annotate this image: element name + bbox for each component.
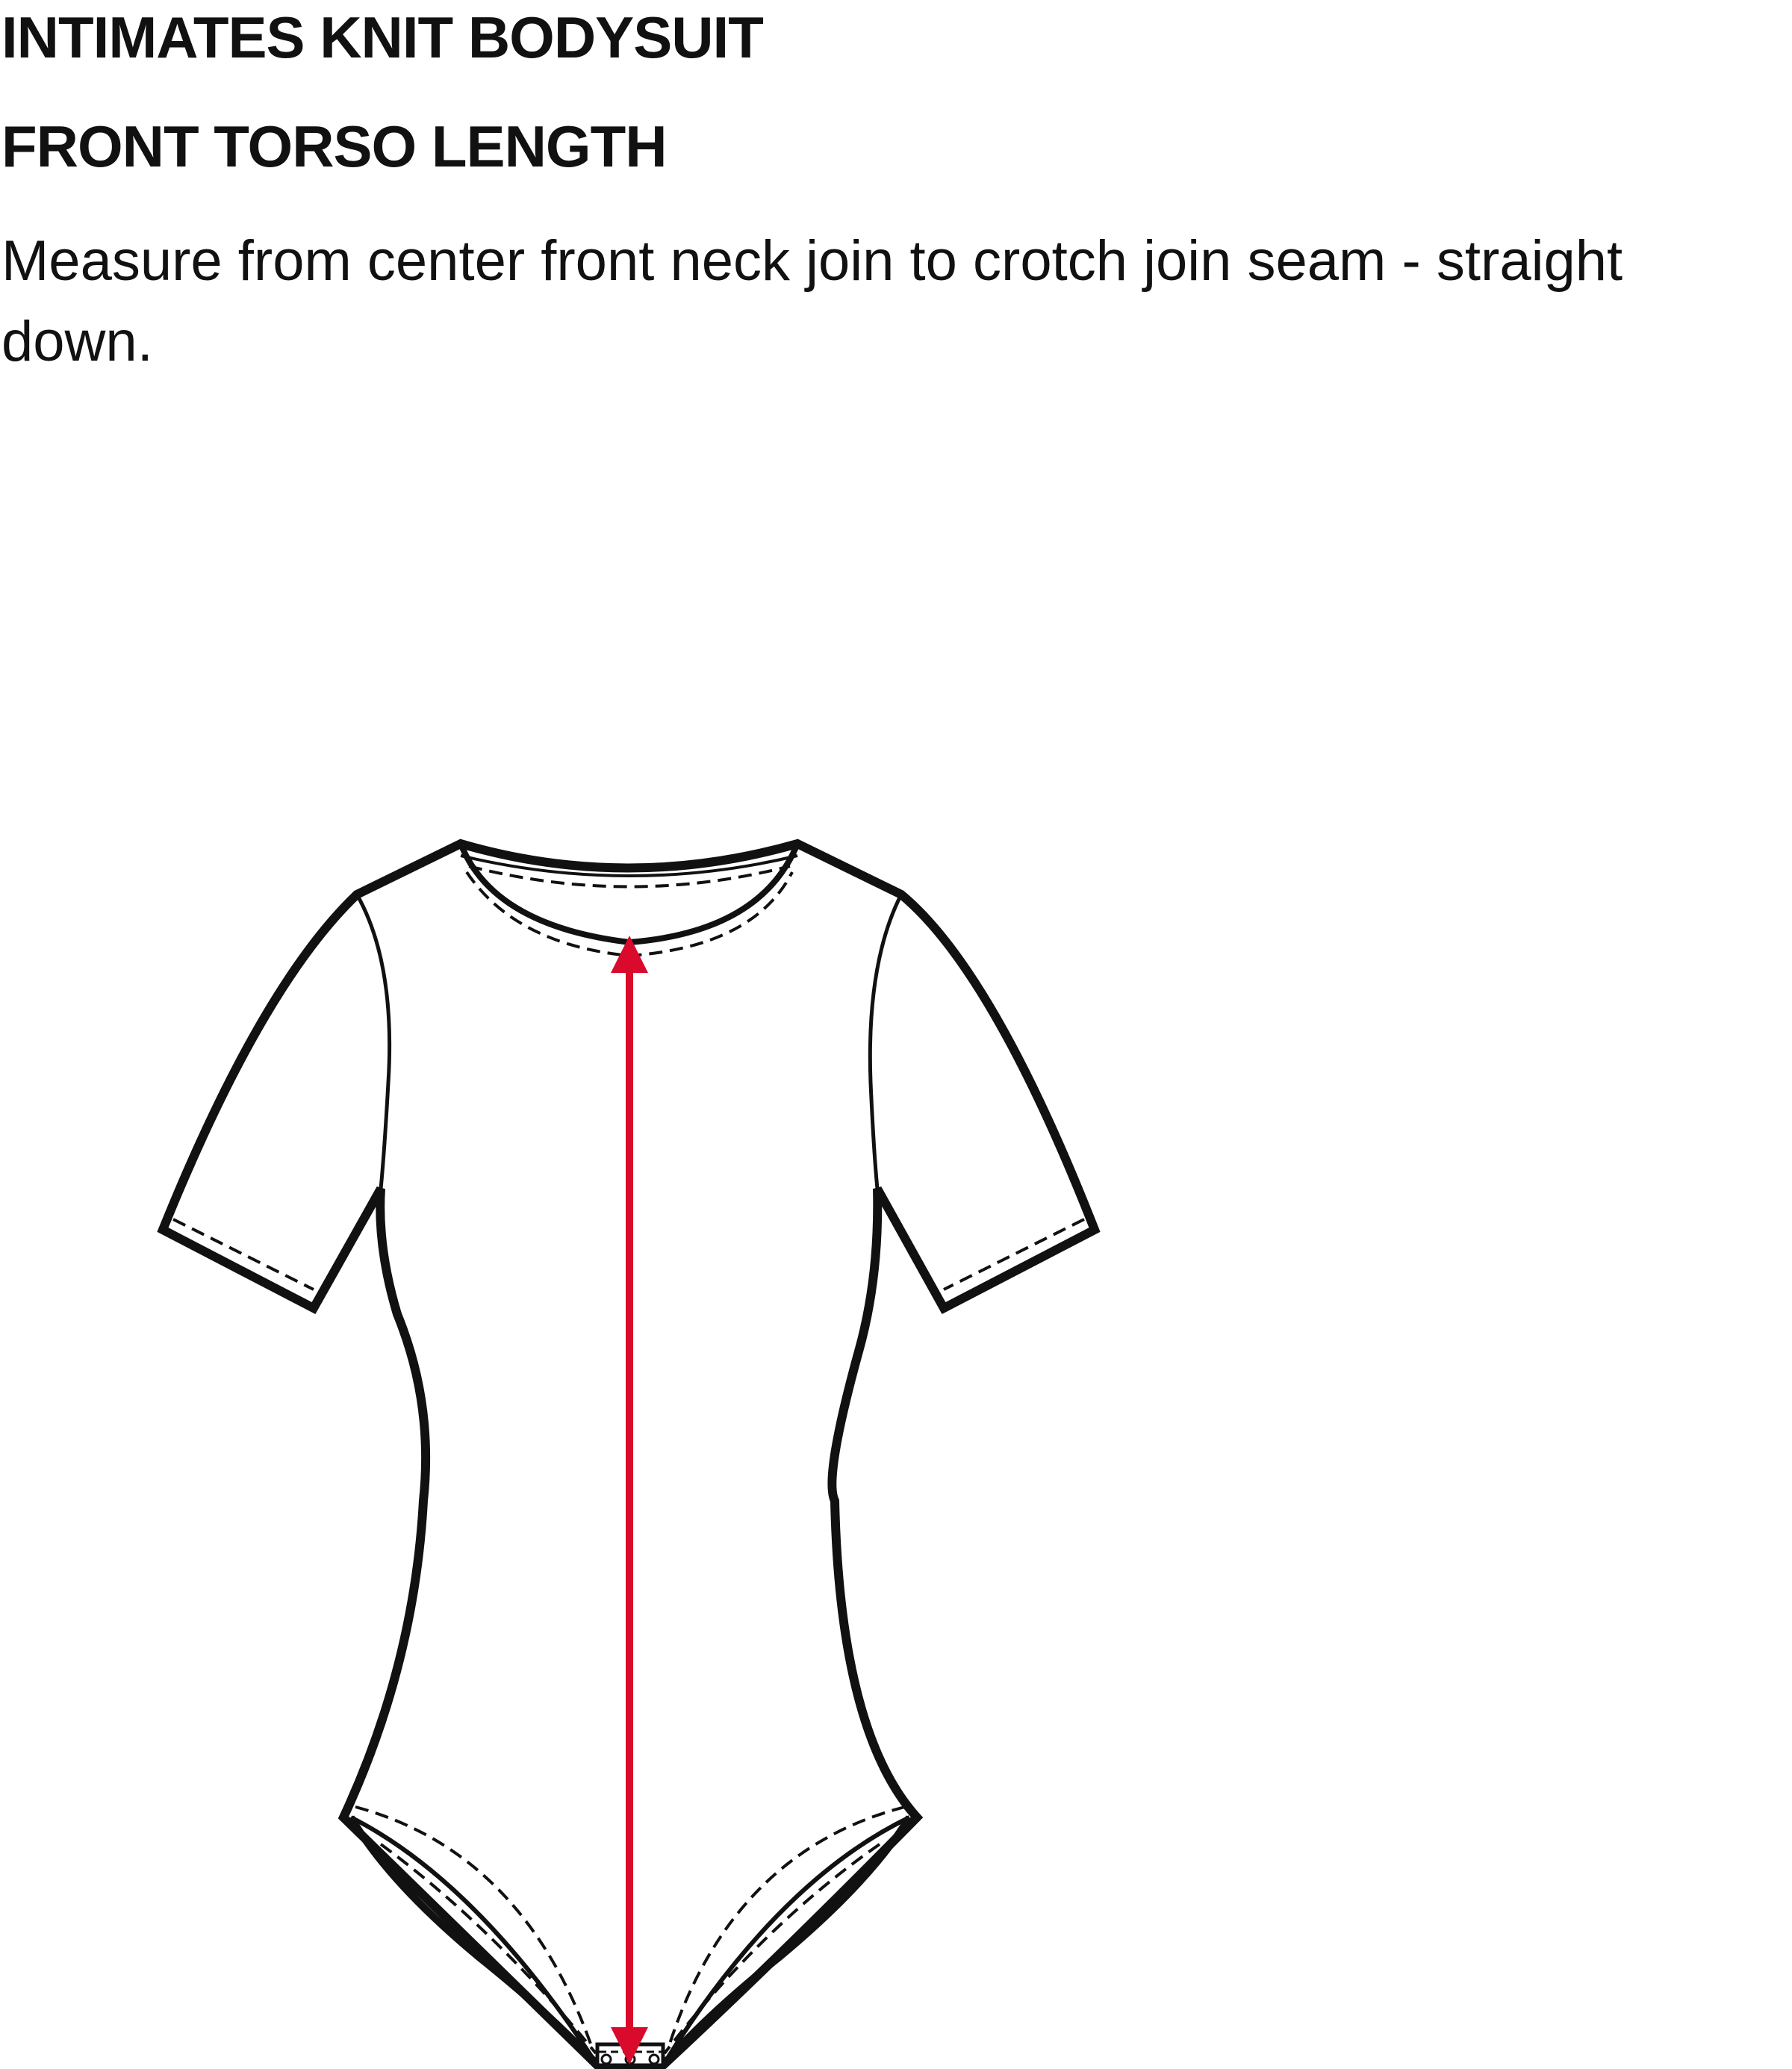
snap-center-icon: [624, 2053, 636, 2065]
right-leg-opening-topstitch: [668, 1805, 906, 2047]
right-leg-band-topstitch: [663, 1843, 881, 2055]
measurement-name: FRONT TORSO LENGTH: [1, 113, 668, 179]
left-leg-band-topstitch: [379, 1843, 597, 2055]
left-leg-opening-topstitch: [355, 1805, 593, 2047]
snap-left-icon: [600, 2053, 612, 2065]
neckline-topstitch-back: [468, 865, 791, 889]
right-sleeve-hem-topstitch: [943, 1218, 1085, 1291]
measurement-instruction: Measure from center front neck join to c…: [1, 229, 1623, 373]
snap-right-icon: [648, 2053, 660, 2065]
right-armhole-seam: [868, 893, 903, 1189]
garment-title: INTIMATES KNIT BODYSUIT: [1, 4, 764, 70]
right-leg-band-edge: [660, 1815, 913, 2068]
back-neck-edge: [460, 854, 798, 877]
left-armhole-seam: [355, 893, 392, 1189]
left-sleeve-hem-topstitch: [172, 1218, 314, 1291]
left-leg-band-edge: [347, 1815, 600, 2068]
